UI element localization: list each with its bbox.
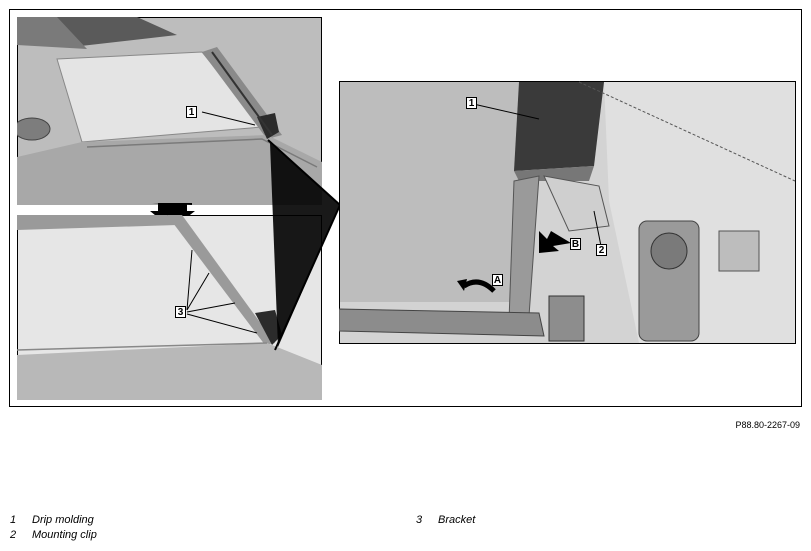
detail-callout-b: B [570, 238, 581, 250]
detail-connector [267, 139, 341, 351]
legend-label: Drip molding [32, 514, 94, 526]
bottom-view-image [17, 215, 322, 400]
legend-number: 1 [10, 514, 17, 526]
bottom-view-callout-3: 3 [175, 306, 186, 318]
detail-callout-1: 1 [466, 97, 477, 109]
legend-label: Mounting clip [32, 529, 97, 541]
figure-reference-number: P88.80-2267-09 [735, 420, 800, 430]
detail-callout-2: 2 [596, 244, 607, 256]
legend-item-2: 2 Mounting clip [10, 529, 97, 541]
top-view-image [17, 17, 322, 205]
legend-number: 3 [416, 514, 423, 526]
legend-item-1: 1 Drip molding [10, 514, 94, 526]
top-view-callout-1: 1 [186, 106, 197, 118]
legend-number: 2 [10, 529, 17, 541]
detail-callout-a: A [492, 274, 503, 286]
legend-label: Bracket [438, 514, 476, 526]
legend-item-3: 3 Bracket [416, 514, 475, 526]
detail-view-image [339, 81, 796, 344]
